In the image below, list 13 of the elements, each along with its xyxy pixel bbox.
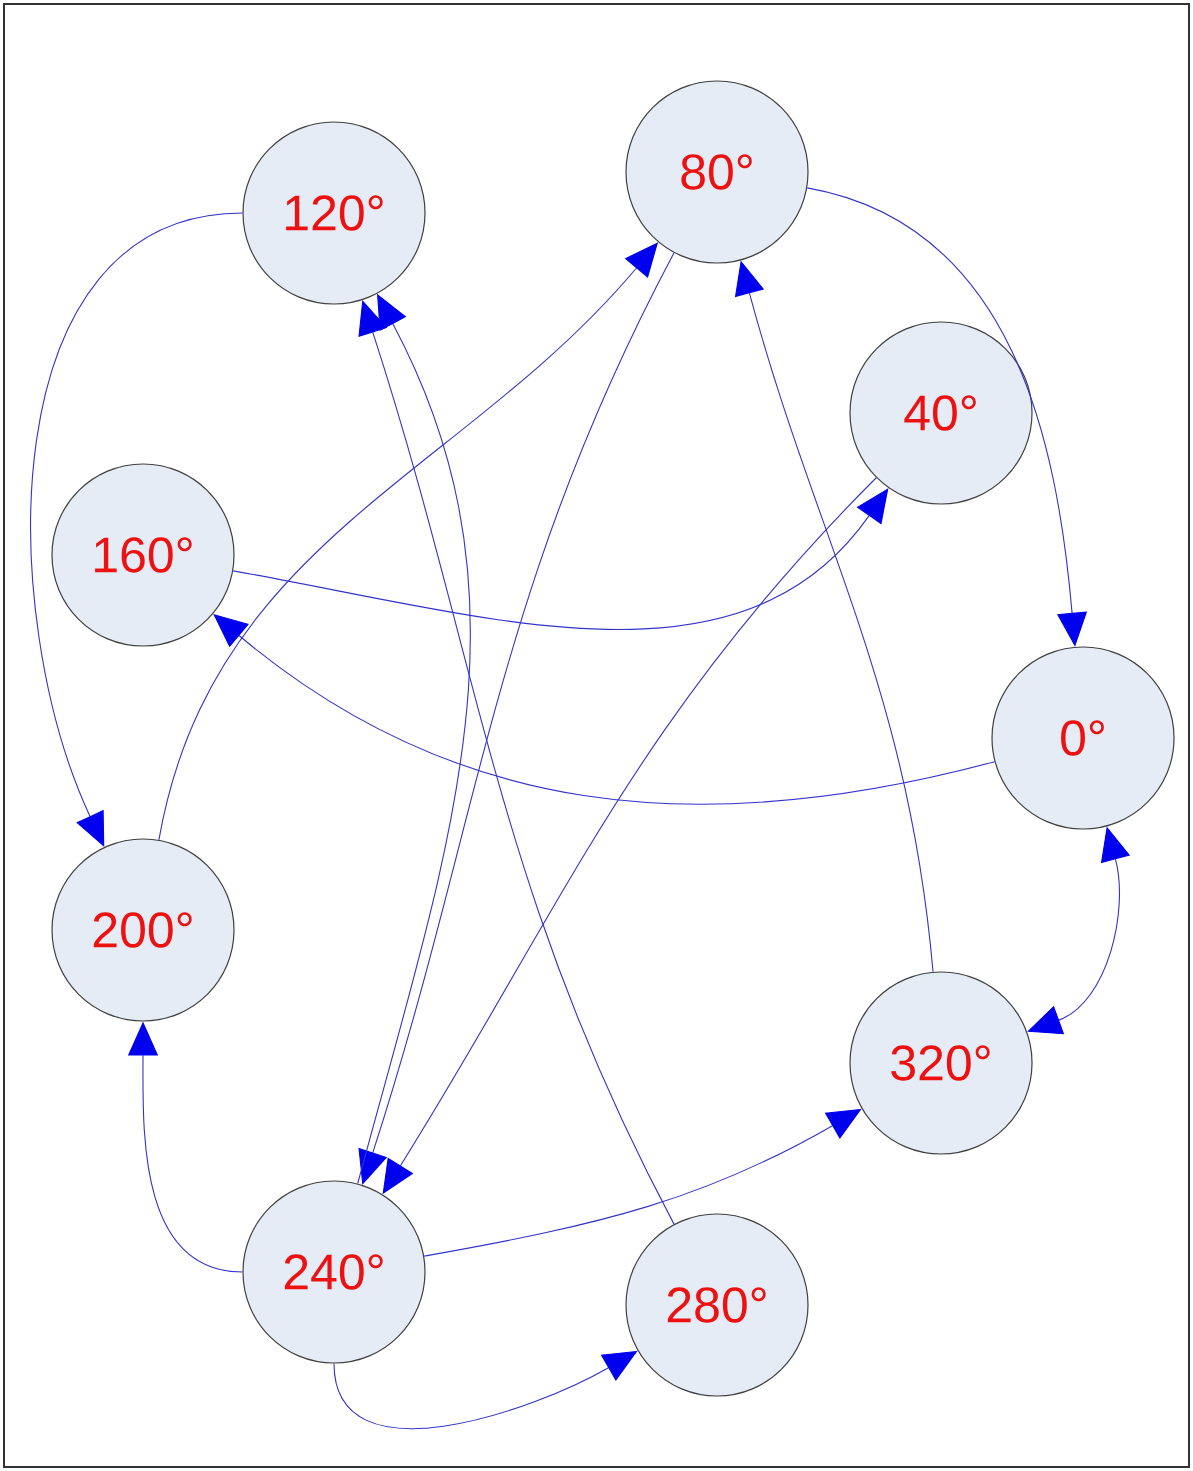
circle-node: 40° bbox=[849, 321, 1033, 505]
circle-node: 280° bbox=[625, 1213, 809, 1397]
circle-node: 160° bbox=[51, 463, 235, 647]
arrow bbox=[423, 1108, 862, 1257]
circle-node: 320° bbox=[849, 971, 1033, 1155]
arrow bbox=[232, 488, 889, 630]
arrow bbox=[30, 212, 243, 847]
circle-node: 240° bbox=[242, 1180, 426, 1364]
circle-node: 120° bbox=[242, 121, 426, 305]
circle-node: 0° bbox=[991, 646, 1175, 830]
circle-node: 200° bbox=[51, 838, 235, 1022]
circle-node: 80° bbox=[625, 80, 809, 264]
arrow bbox=[333, 1350, 638, 1430]
